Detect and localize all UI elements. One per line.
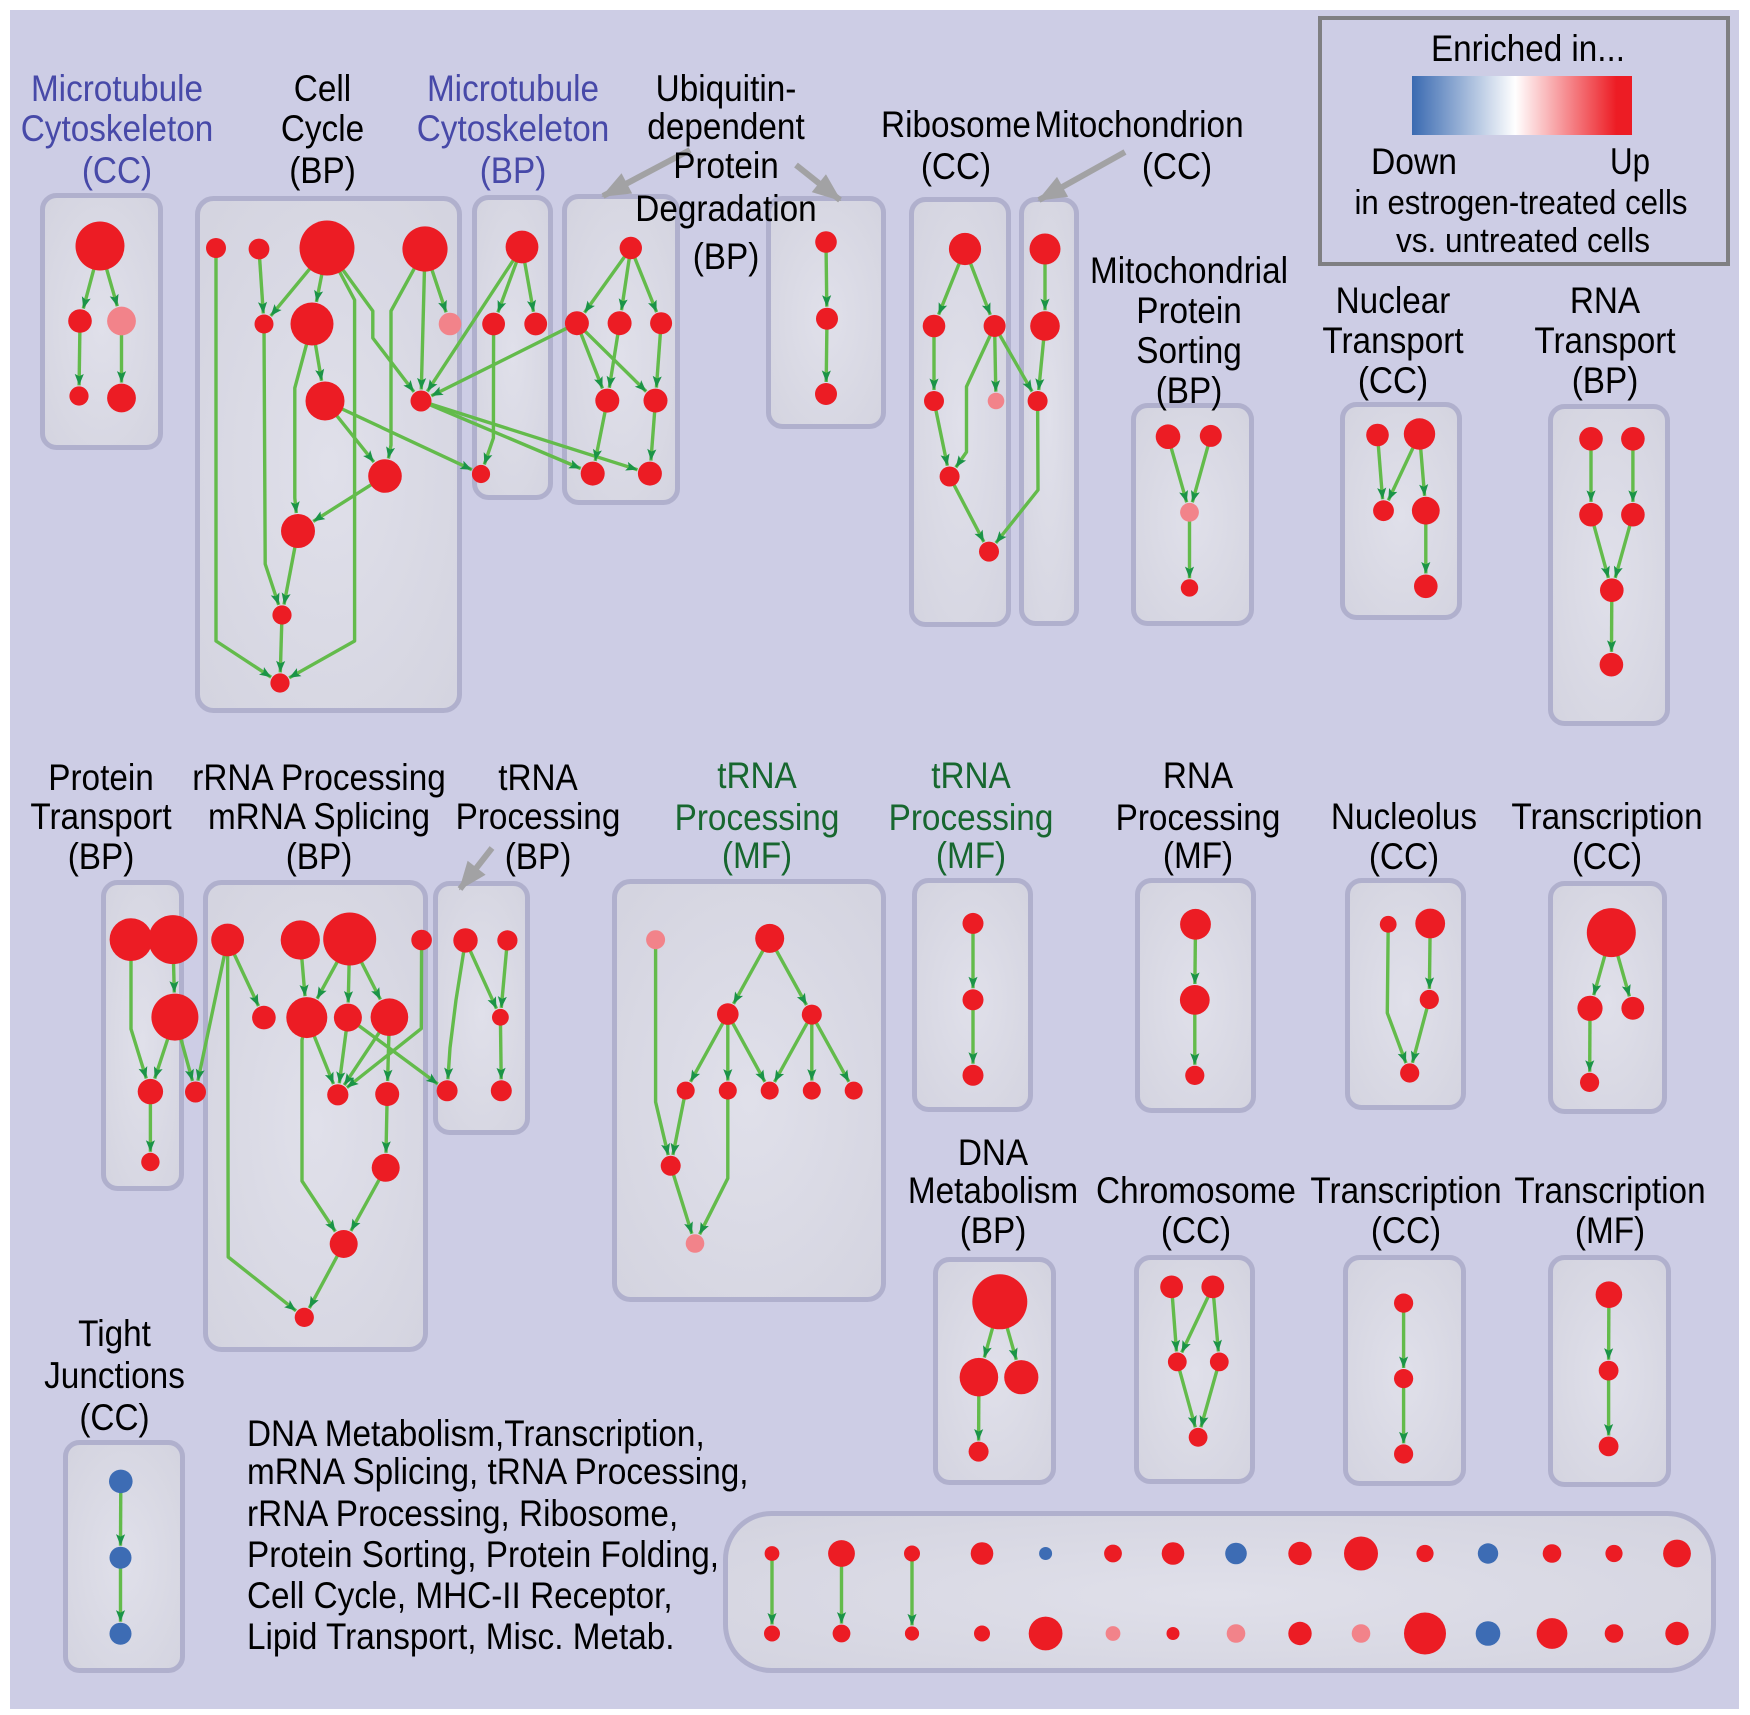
svg-text:Mitochondrial: Mitochondrial	[1090, 250, 1288, 291]
svg-text:tRNA: tRNA	[931, 755, 1011, 796]
svg-text:DNA Metabolism,Transcription,: DNA Metabolism,Transcription,	[247, 1413, 705, 1454]
svg-text:(MF): (MF)	[936, 835, 1006, 876]
svg-text:(BP): (BP)	[480, 150, 547, 191]
svg-text:(CC): (CC)	[1161, 1210, 1231, 1251]
svg-text:tRNA: tRNA	[498, 757, 578, 798]
svg-text:Protein: Protein	[1136, 290, 1242, 331]
svg-text:Enriched in...: Enriched in...	[1431, 28, 1625, 69]
svg-text:vs. untreated cells: vs. untreated cells	[1396, 222, 1650, 260]
svg-text:Cytoskeleton: Cytoskeleton	[21, 108, 214, 149]
svg-text:Protein: Protein	[48, 757, 154, 798]
svg-text:Mitochondrion: Mitochondrion	[1034, 104, 1243, 145]
svg-text:Ubiquitin-: Ubiquitin-	[656, 68, 797, 109]
svg-text:tRNA: tRNA	[717, 755, 797, 796]
svg-text:Processing: Processing	[675, 797, 840, 838]
svg-text:(BP): (BP)	[1572, 360, 1639, 401]
svg-text:Lipid Transport, Misc. Metab.: Lipid Transport, Misc. Metab.	[247, 1616, 675, 1657]
svg-text:RNA: RNA	[1163, 755, 1234, 796]
svg-text:Microtubule: Microtubule	[31, 68, 203, 109]
svg-text:dependent: dependent	[647, 106, 805, 147]
svg-text:Processing: Processing	[456, 796, 621, 837]
svg-text:Cell: Cell	[294, 68, 351, 109]
svg-text:Up: Up	[1610, 141, 1650, 182]
svg-text:Cell Cycle, MHC-II Receptor,: Cell Cycle, MHC-II Receptor,	[247, 1575, 673, 1616]
svg-text:DNA: DNA	[958, 1132, 1029, 1173]
svg-text:(MF): (MF)	[1163, 835, 1233, 876]
svg-text:(CC): (CC)	[1142, 146, 1212, 187]
svg-text:Junctions: Junctions	[44, 1355, 185, 1396]
svg-text:(BP): (BP)	[1156, 370, 1223, 411]
svg-text:Metabolism: Metabolism	[908, 1170, 1078, 1211]
svg-text:Degradation: Degradation	[635, 188, 816, 229]
svg-text:(CC): (CC)	[1371, 1210, 1441, 1251]
svg-text:Transport: Transport	[30, 796, 172, 837]
svg-text:Transcription: Transcription	[1514, 1170, 1705, 1211]
svg-text:(CC): (CC)	[1369, 836, 1439, 877]
svg-text:rRNA Processing, Ribosome,: rRNA Processing, Ribosome,	[247, 1493, 678, 1534]
svg-text:(BP): (BP)	[286, 836, 353, 877]
svg-text:Down: Down	[1371, 141, 1457, 182]
svg-text:Nucleolus: Nucleolus	[1331, 796, 1477, 837]
svg-text:Ribosome: Ribosome	[881, 104, 1031, 145]
svg-text:(CC): (CC)	[921, 146, 991, 187]
svg-text:RNA: RNA	[1570, 280, 1641, 321]
svg-text:(CC): (CC)	[79, 1397, 149, 1438]
svg-text:(BP): (BP)	[693, 236, 760, 277]
svg-text:Tight: Tight	[78, 1313, 151, 1354]
svg-text:Nuclear: Nuclear	[1336, 280, 1451, 321]
svg-text:(CC): (CC)	[1358, 360, 1428, 401]
svg-text:mRNA Splicing: mRNA Splicing	[208, 796, 430, 837]
svg-text:(BP): (BP)	[505, 836, 572, 877]
svg-text:Sorting: Sorting	[1136, 330, 1242, 371]
svg-text:Transcription: Transcription	[1511, 796, 1702, 837]
svg-text:Transport: Transport	[1534, 320, 1676, 361]
svg-text:(BP): (BP)	[960, 1210, 1027, 1251]
svg-text:(BP): (BP)	[289, 150, 356, 191]
svg-text:Microtubule: Microtubule	[427, 68, 599, 109]
svg-text:mRNA Splicing, tRNA Processing: mRNA Splicing, tRNA Processing,	[247, 1451, 749, 1492]
svg-text:rRNA Processing: rRNA Processing	[192, 757, 446, 798]
svg-text:Cytoskeleton: Cytoskeleton	[417, 108, 610, 149]
svg-text:Chromosome: Chromosome	[1096, 1170, 1296, 1211]
svg-text:Cycle: Cycle	[281, 108, 364, 149]
svg-text:Transcription: Transcription	[1310, 1170, 1501, 1211]
svg-text:Protein: Protein	[673, 145, 779, 186]
svg-text:Processing: Processing	[889, 797, 1054, 838]
svg-text:(MF): (MF)	[722, 835, 792, 876]
svg-text:(BP): (BP)	[68, 836, 135, 877]
svg-text:Transport: Transport	[1322, 320, 1464, 361]
svg-text:(CC): (CC)	[1572, 836, 1642, 877]
svg-text:(MF): (MF)	[1575, 1210, 1645, 1251]
svg-text:Processing: Processing	[1116, 797, 1281, 838]
svg-text:Protein Sorting, Protein Foldi: Protein Sorting, Protein Folding,	[247, 1534, 719, 1575]
svg-text:(CC): (CC)	[82, 150, 152, 191]
svg-text:in estrogen-treated cells: in estrogen-treated cells	[1355, 184, 1688, 222]
